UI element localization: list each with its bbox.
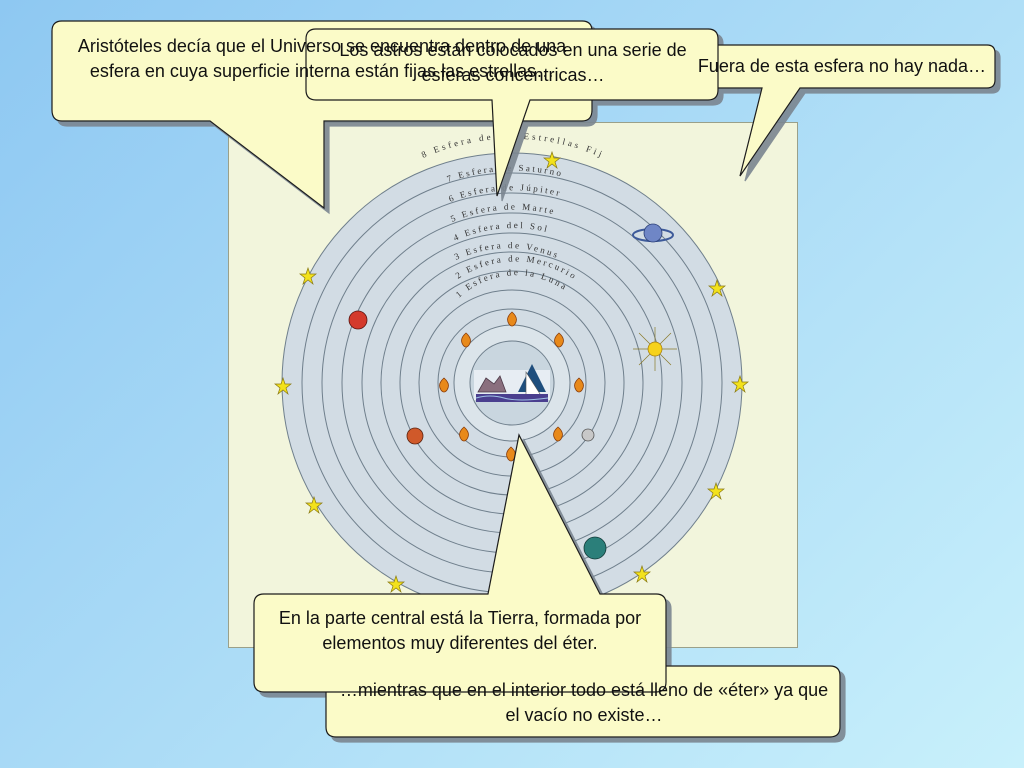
fire-icon	[574, 377, 584, 393]
callout-aristoteles-text: Aristóteles decía que el Universo se enc…	[77, 36, 567, 81]
jupiter-icon	[583, 536, 607, 560]
fixed-stars	[274, 150, 749, 594]
callout-astros-text: Los astros están colocados en una serie …	[339, 40, 687, 85]
callout-astros-shape	[305, 28, 719, 197]
star-icon	[633, 564, 651, 584]
star-icon	[299, 266, 317, 286]
star-icon	[387, 574, 405, 594]
fire-icon	[507, 311, 517, 327]
star-icon	[731, 374, 749, 394]
fire-icon	[554, 332, 564, 348]
earth-icon	[474, 364, 550, 402]
callout-esfera-shape	[627, 44, 996, 177]
star-icon	[305, 495, 323, 515]
callout-tierra-shape	[253, 433, 667, 693]
fire-icon	[553, 426, 563, 442]
callout-esfera-text: Fuera de esta esfera no hay nada…	[697, 56, 986, 76]
red-planet-icon	[348, 310, 368, 330]
callout-eter-text: …mientras que en el interior todo está l…	[339, 680, 829, 725]
fire-icon	[461, 332, 471, 348]
fire-icons	[439, 311, 584, 462]
sun-icon	[633, 327, 677, 371]
fire-icon	[459, 426, 469, 442]
star-icon	[707, 481, 725, 501]
moon-icon	[581, 428, 595, 442]
star-icon	[274, 376, 292, 396]
mars-icon	[406, 427, 424, 445]
star-icon	[708, 278, 726, 298]
callout-tierra-text: En la parte central está la Tierra, form…	[278, 608, 642, 653]
star-icon	[543, 150, 561, 170]
fire-icon	[439, 377, 449, 393]
saturn-icon	[632, 223, 674, 243]
